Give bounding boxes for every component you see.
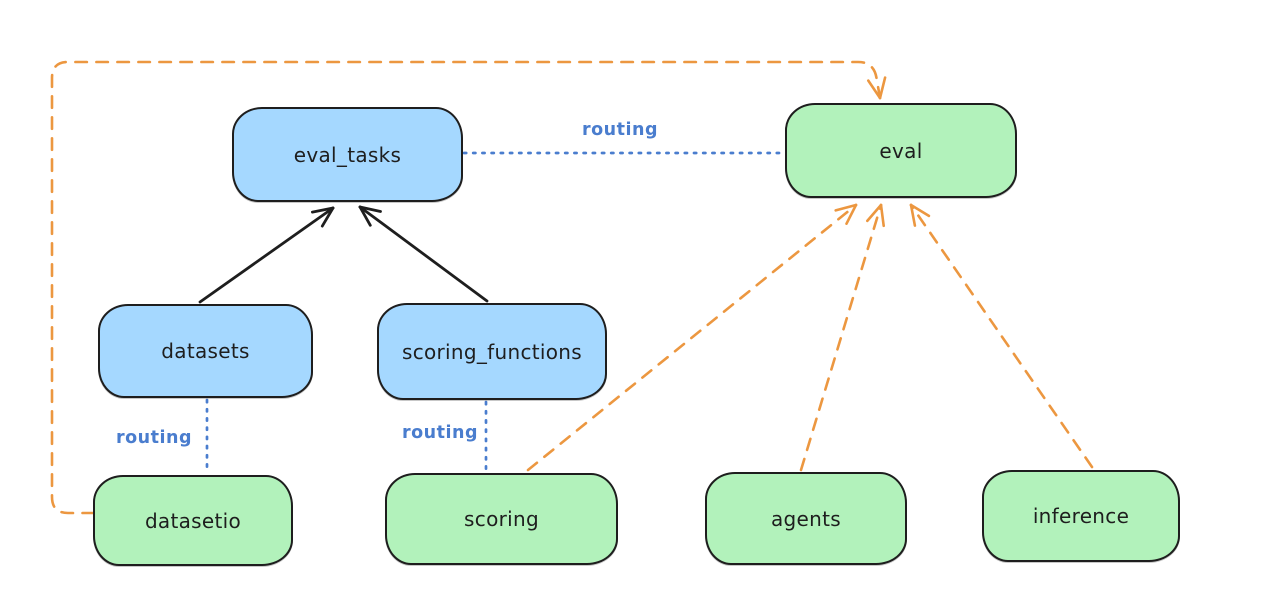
edge-inference-to-eval-arrowhead: [909, 203, 931, 218]
node-eval-label: eval: [879, 138, 923, 163]
node-datasetio: datasetio: [93, 475, 293, 566]
node-agents: agents: [705, 472, 907, 565]
edge-datasetio-to-eval-arrowhead: [866, 79, 882, 100]
edge-label-routing-eval-tasks-eval: routing: [582, 120, 658, 140]
node-eval: eval: [785, 103, 1017, 198]
edge-datasetio-to-eval-arrowhead: [878, 76, 887, 100]
edge-agents-to-eval-arrowhead: [865, 203, 883, 223]
edge-inference-to-eval-arrowhead: [909, 203, 917, 227]
node-eval-tasks: eval_tasks: [232, 107, 463, 202]
edge-label-routing-datasets-datasetio: routing: [116, 428, 192, 448]
node-scoring-functions-label: scoring_functions: [401, 339, 583, 364]
edge-datasets-to-eval_tasks: [198, 206, 335, 304]
edge-scoring_functions-to-eval_tasks: [358, 205, 489, 303]
node-inference: inference: [982, 470, 1180, 562]
edge-datasets-to-eval_tasks-arrowhead: [310, 206, 335, 214]
node-eval-tasks-label: eval_tasks: [293, 142, 402, 167]
node-datasets: datasets: [98, 304, 313, 398]
edge-scoring-to-eval-arrowhead: [834, 203, 858, 212]
node-datasets-label: datasets: [161, 339, 250, 363]
node-scoring-functions: scoring_functions: [377, 303, 607, 400]
node-agents-label: agents: [771, 506, 841, 531]
edge-scoring_functions-to-eval_tasks-arrowhead: [358, 205, 382, 213]
node-scoring: scoring: [385, 473, 618, 565]
edge-agents-to-eval-arrowhead: [879, 203, 886, 228]
edge-scoring-to-eval-arrowhead: [845, 203, 858, 225]
edge-label-routing-scoring-functions-scoring: routing: [402, 423, 478, 443]
edge-datasets-to-eval_tasks-arrowhead: [320, 206, 335, 228]
edge-inference-to-eval: [909, 203, 1094, 469]
edge-agents-to-eval: [799, 203, 883, 472]
edge-scoring_functions-to-eval_tasks-arrowhead: [358, 205, 372, 227]
node-inference-label: inference: [1032, 504, 1130, 528]
node-datasetio-label: datasetio: [144, 508, 242, 533]
node-scoring-label: scoring: [464, 507, 539, 531]
